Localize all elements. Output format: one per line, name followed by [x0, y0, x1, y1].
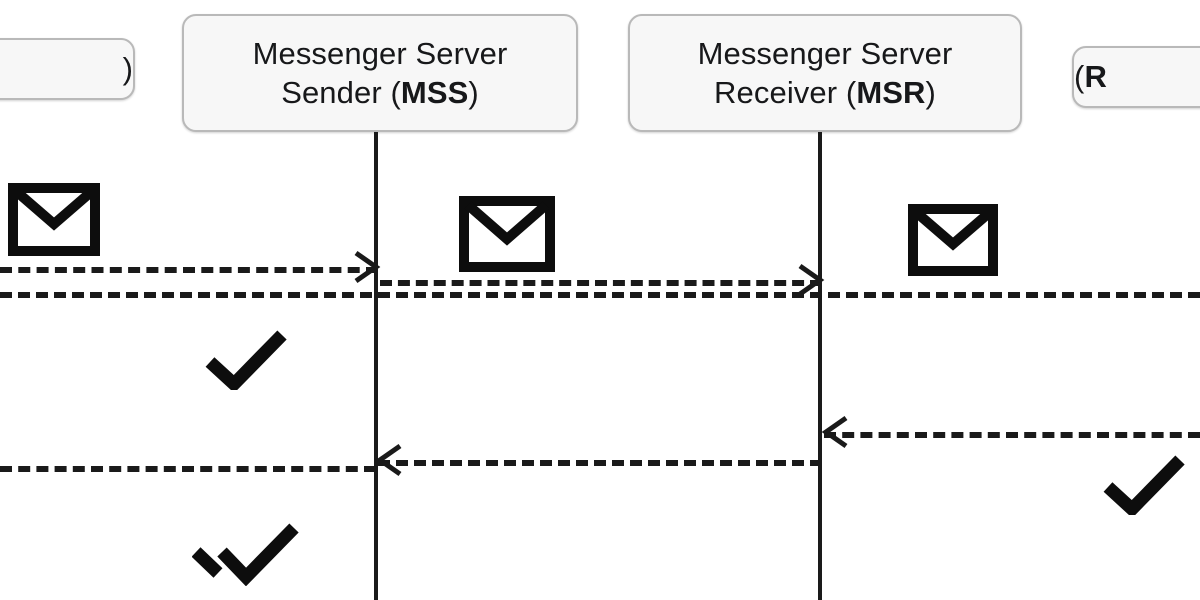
arrowhead-left-msr: [821, 415, 848, 449]
envelope-icon: [8, 183, 100, 256]
message-line-2: [0, 292, 1200, 298]
participant-label: (R: [1074, 59, 1107, 95]
message-line-1: [0, 267, 378, 273]
participant-label: ): [122, 51, 133, 87]
participant-box-left-partial[interactable]: ): [0, 38, 135, 100]
envelope-icon: [459, 196, 555, 272]
message-line-6: [0, 466, 376, 472]
lifeline-msr: [818, 132, 822, 600]
envelope-icon: [908, 204, 998, 276]
message-line-4: [824, 432, 1200, 438]
arrowhead-right-msr: [798, 263, 825, 297]
double-check-icon: [192, 520, 300, 586]
arrowhead-left-mss: [375, 443, 402, 477]
message-line-5: [378, 460, 822, 466]
check-icon: [204, 330, 288, 390]
arrowhead-right-mss: [354, 250, 381, 284]
check-icon: [1102, 455, 1186, 515]
participant-box-right-partial[interactable]: (R: [1072, 46, 1200, 108]
message-line-3: [380, 280, 822, 286]
lifeline-mss: [374, 132, 378, 600]
